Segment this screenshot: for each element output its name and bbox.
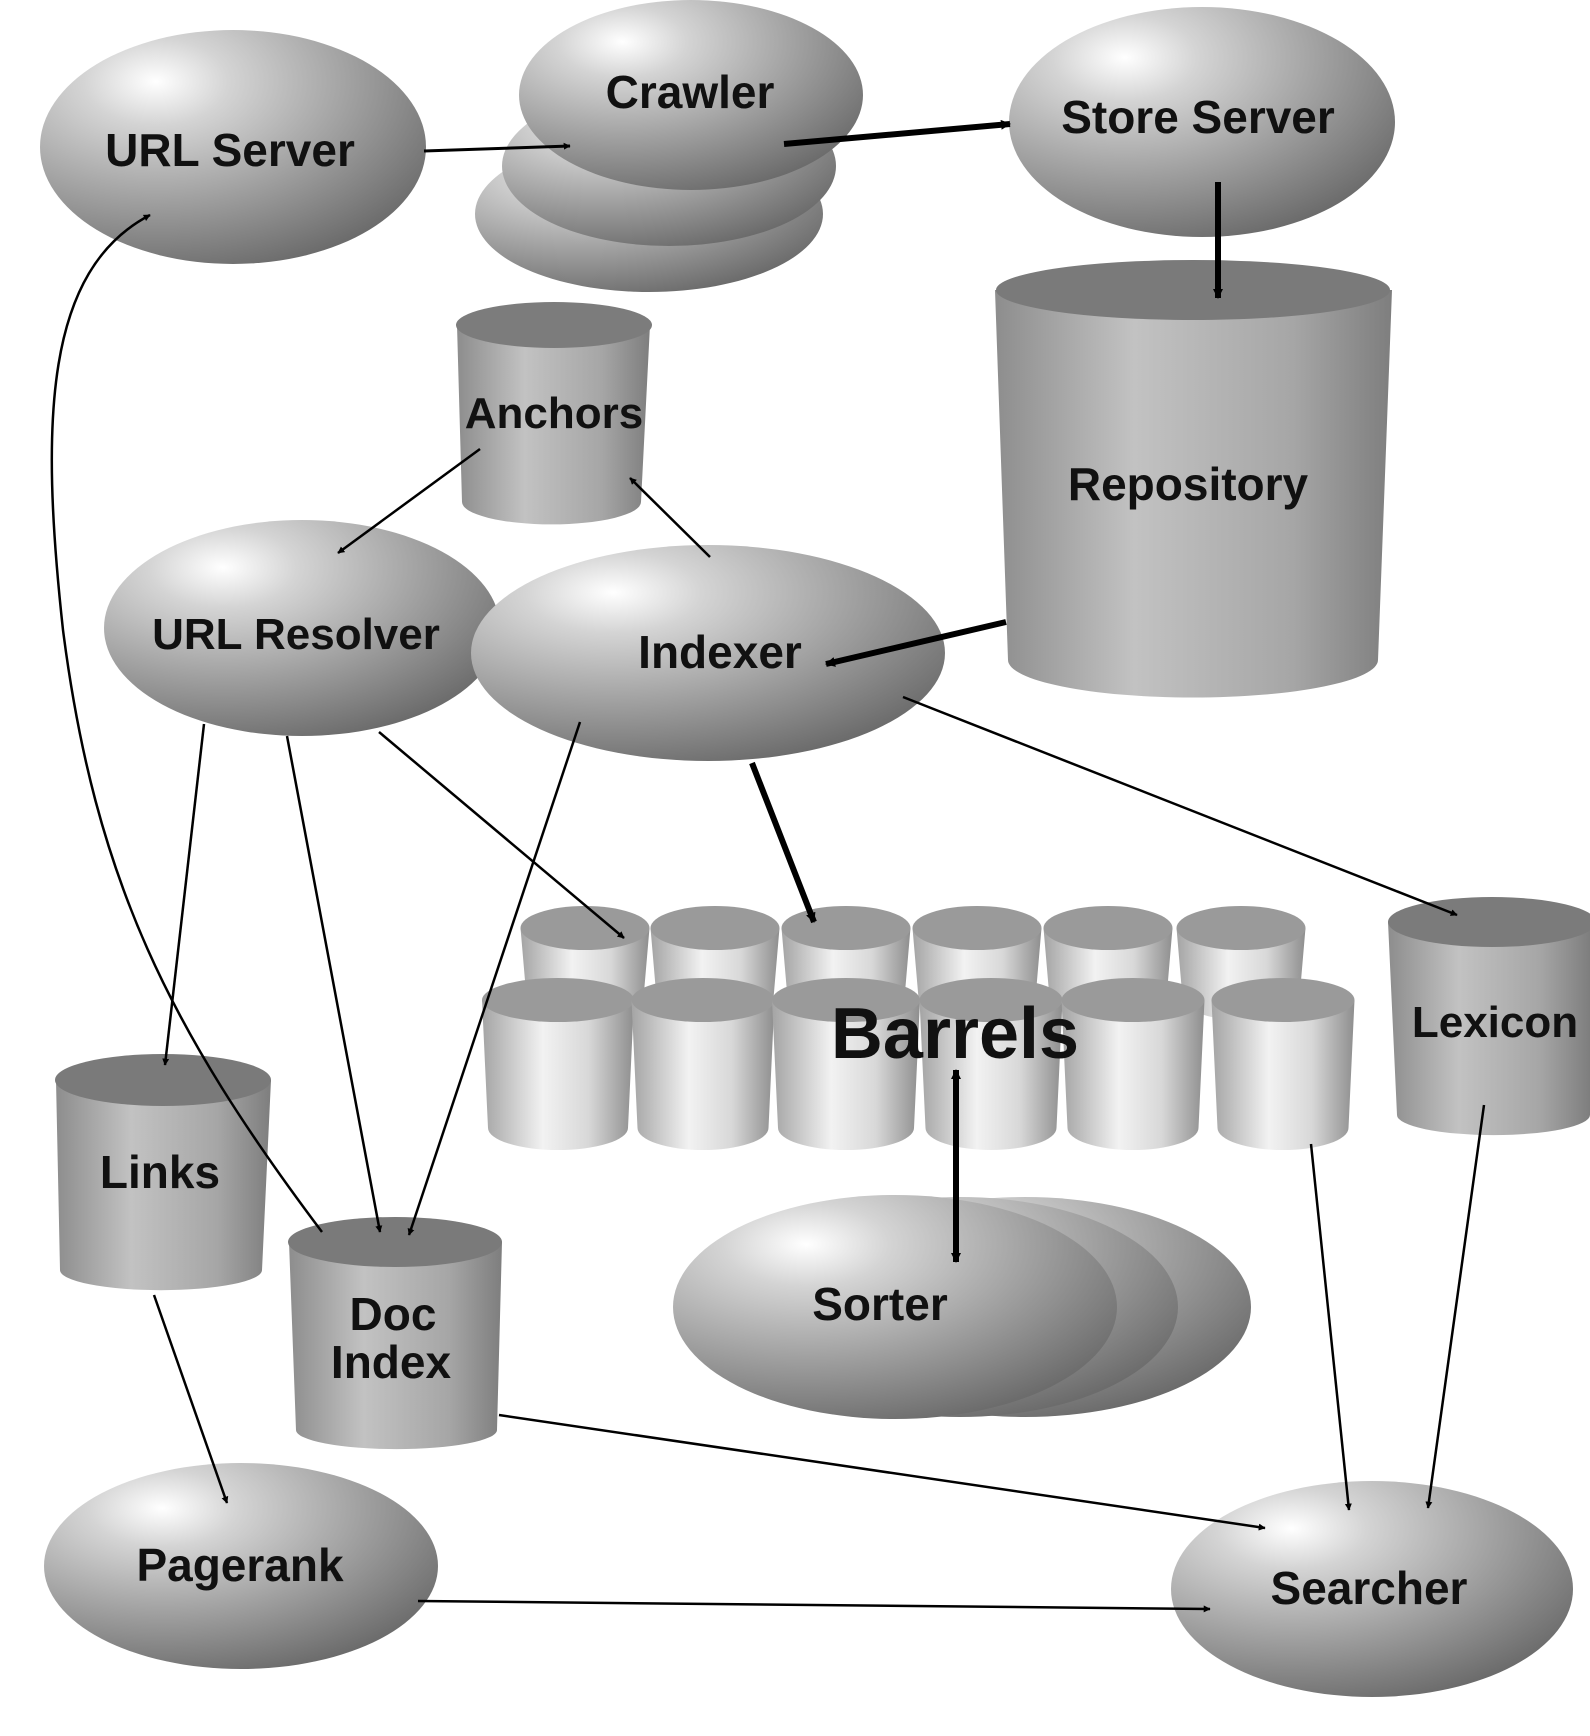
links-node [55, 1054, 271, 1291]
searcher-label: Searcher [1271, 1562, 1468, 1614]
lexicon-label: Lexicon [1412, 998, 1578, 1047]
edge-barrels-searcher [1309, 1143, 1352, 1511]
crawler-node [475, 0, 863, 292]
repository-node [995, 260, 1392, 698]
sorter-label: Sorter [812, 1278, 948, 1330]
edges [50, 119, 1486, 1613]
edge-docindex-urlserver [50, 213, 323, 1233]
edge-indexer-lexicon [902, 695, 1458, 917]
pagerank-node [44, 1463, 438, 1669]
barrels-label: Barrels [831, 994, 1079, 1074]
repository-label: Repository [1068, 458, 1309, 510]
barrel-cylinder [631, 978, 775, 1150]
edge-indexer-docindex [407, 721, 582, 1236]
doc-index-node [288, 1217, 502, 1450]
edge-urlresolver-docindex [285, 735, 383, 1233]
store-server-label: Store Server [1061, 91, 1335, 143]
lexicon-node [1388, 897, 1590, 1136]
barrel-cylinder [772, 978, 920, 1150]
edge-urlresolver-barrels [378, 731, 625, 939]
edge-crawler-storeserver [783, 119, 1011, 147]
indexer-node [471, 545, 945, 761]
doc-index-label-line2: Index [331, 1336, 452, 1388]
edge-links-pagerank [152, 1294, 229, 1504]
edge-pagerank-searcher [417, 1599, 1211, 1613]
anchors-node [456, 302, 652, 525]
links-label: Links [100, 1146, 220, 1198]
url-server-node [40, 30, 426, 264]
url-resolver-node [104, 520, 500, 736]
crawler-label: Crawler [606, 66, 775, 118]
edge-indexer-anchors [629, 477, 711, 558]
edge-docindex-searcher [498, 1413, 1266, 1531]
barrel-cylinder [1211, 978, 1355, 1150]
pagerank-label: Pagerank [136, 1539, 344, 1591]
edge-indexer-barrels [749, 761, 817, 924]
searcher-node [1171, 1481, 1573, 1697]
sorter-node [673, 1195, 1251, 1419]
url-resolver-label: URL Resolver [152, 610, 440, 659]
barrel-cylinder [482, 978, 634, 1150]
edge-repository-indexer [825, 619, 1007, 667]
barrels-node [482, 906, 1355, 1150]
barrel-cylinder [1061, 978, 1205, 1150]
url-server-label: URL Server [105, 124, 355, 176]
edge-urlserver-crawler [423, 142, 571, 153]
edge-anchors-urlresolver [337, 447, 481, 555]
indexer-label: Indexer [638, 626, 802, 678]
labels: URL Server Crawler Store Server Anchors … [100, 66, 1578, 1614]
edge-lexicon-searcher [1425, 1104, 1486, 1509]
doc-index-label-line1: Doc [350, 1288, 437, 1340]
store-server-node [1009, 7, 1395, 237]
edge-urlresolver-links [162, 723, 206, 1066]
anchors-label: Anchors [465, 389, 643, 438]
